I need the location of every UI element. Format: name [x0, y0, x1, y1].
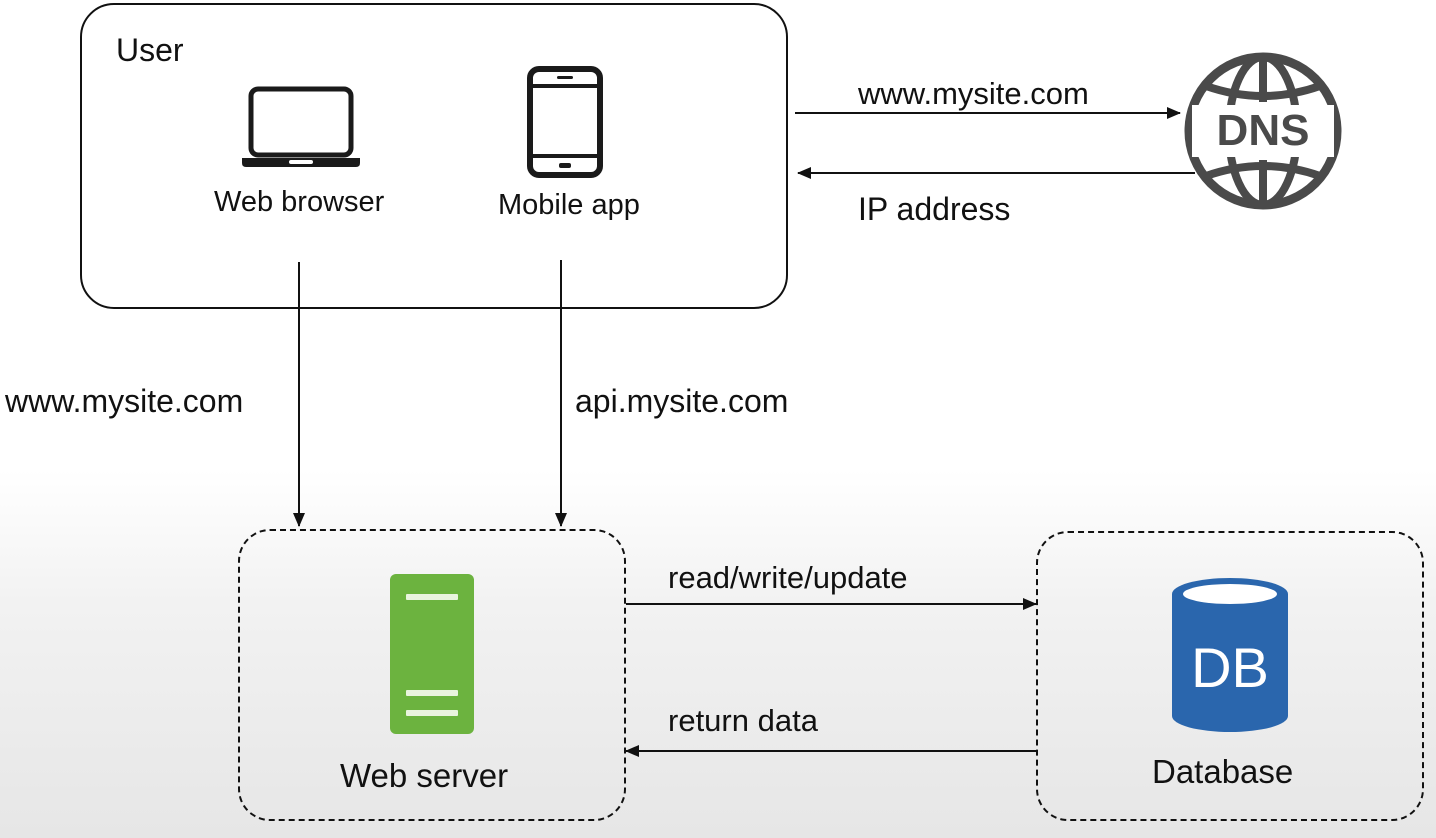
user-group-box	[80, 3, 788, 309]
database-label: Database	[1152, 753, 1294, 790]
mobile-phone-icon	[526, 66, 604, 178]
dns-response-label: IP address	[858, 191, 1011, 227]
server-icon	[390, 574, 474, 734]
database-response-label: return data	[668, 703, 818, 738]
user-group-title: User	[116, 32, 184, 68]
database-icon-text: DB	[1191, 636, 1269, 699]
database-box	[1036, 531, 1424, 821]
database-request-label: read/write/update	[668, 560, 908, 595]
dns-request-label: www.mysite.com	[858, 76, 1089, 111]
web-browser-label: Web browser	[214, 186, 385, 218]
dns-icon-text: DNS	[1216, 106, 1310, 155]
database-cylinder-icon: DB	[1172, 578, 1288, 732]
mobile-app-label: Mobile app	[498, 189, 640, 221]
api-request-label: api.mysite.com	[575, 383, 789, 419]
dns-globe-icon: DNS	[1182, 50, 1344, 212]
web-server-label: Web server	[340, 757, 509, 794]
laptop-icon	[240, 86, 362, 168]
web-server-box	[238, 529, 626, 821]
web-request-label: www.mysite.com	[5, 383, 244, 419]
